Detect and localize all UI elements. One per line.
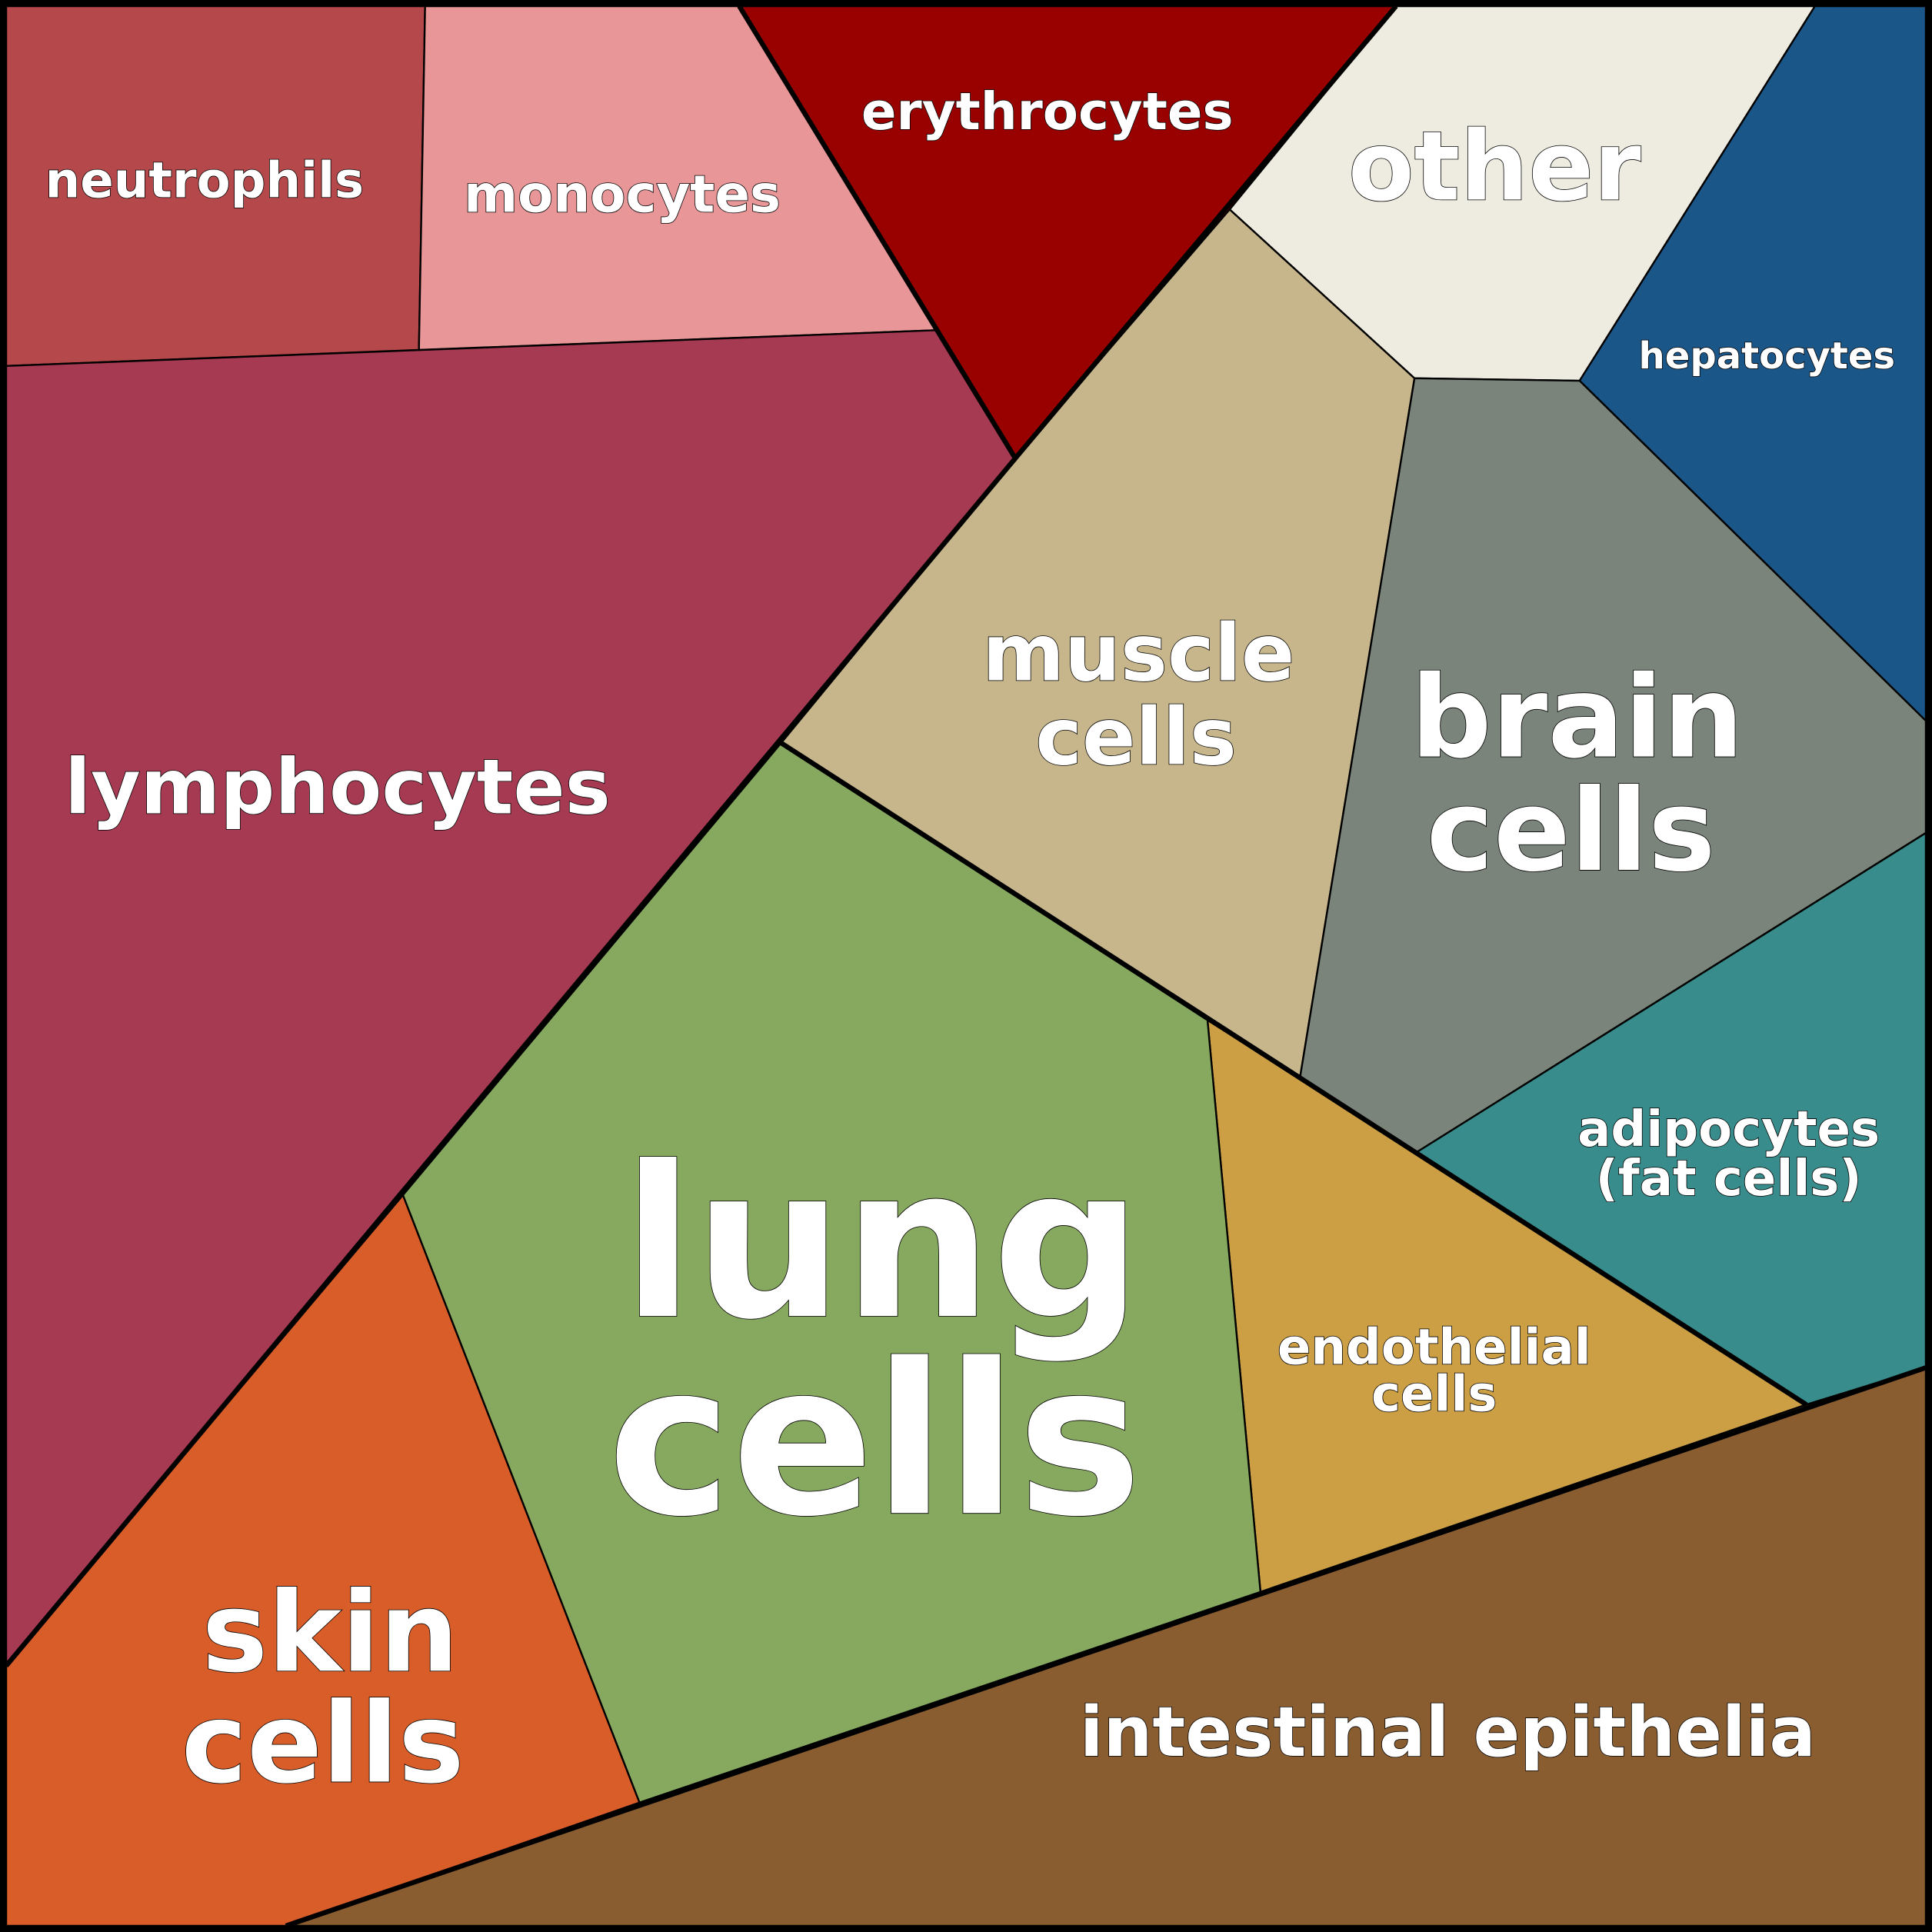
label-brain-cells-line2: cells	[1427, 764, 1716, 897]
label-lung-cells-line2: cells	[608, 1319, 1142, 1563]
label-lymphocytes: lymphocytes	[65, 743, 611, 831]
label-monocytes: monocytes	[464, 165, 781, 225]
label-skin-cells-line2: cells	[182, 1680, 465, 1809]
label-skin-cells-line1: skin	[202, 1568, 458, 1697]
label-endothelial-cells-line2: cells	[1371, 1366, 1497, 1423]
label-muscle-cells-line2: cells	[1035, 691, 1237, 783]
label-brain-cells-line1: brain	[1411, 651, 1744, 784]
label-other: other	[1348, 112, 1641, 223]
label-muscle-cells-line1: muscle	[982, 608, 1294, 699]
label-adipocytes-line1: adipocytes	[1577, 1101, 1880, 1158]
label-hepatocytes: hepatocytes	[1639, 335, 1896, 378]
label-lung-cells-line1: lung	[622, 1122, 1142, 1366]
label-intestinal-epithelia: intestinal epithelia	[1080, 1693, 1816, 1773]
label-endothelial-cells-line1: endothelial	[1277, 1319, 1591, 1376]
label-adipocytes-line2: (fat cells)	[1596, 1151, 1862, 1208]
label-erythrocytes: erythrocytes	[861, 82, 1234, 142]
label-neutrophils: neutrophils	[45, 152, 365, 209]
